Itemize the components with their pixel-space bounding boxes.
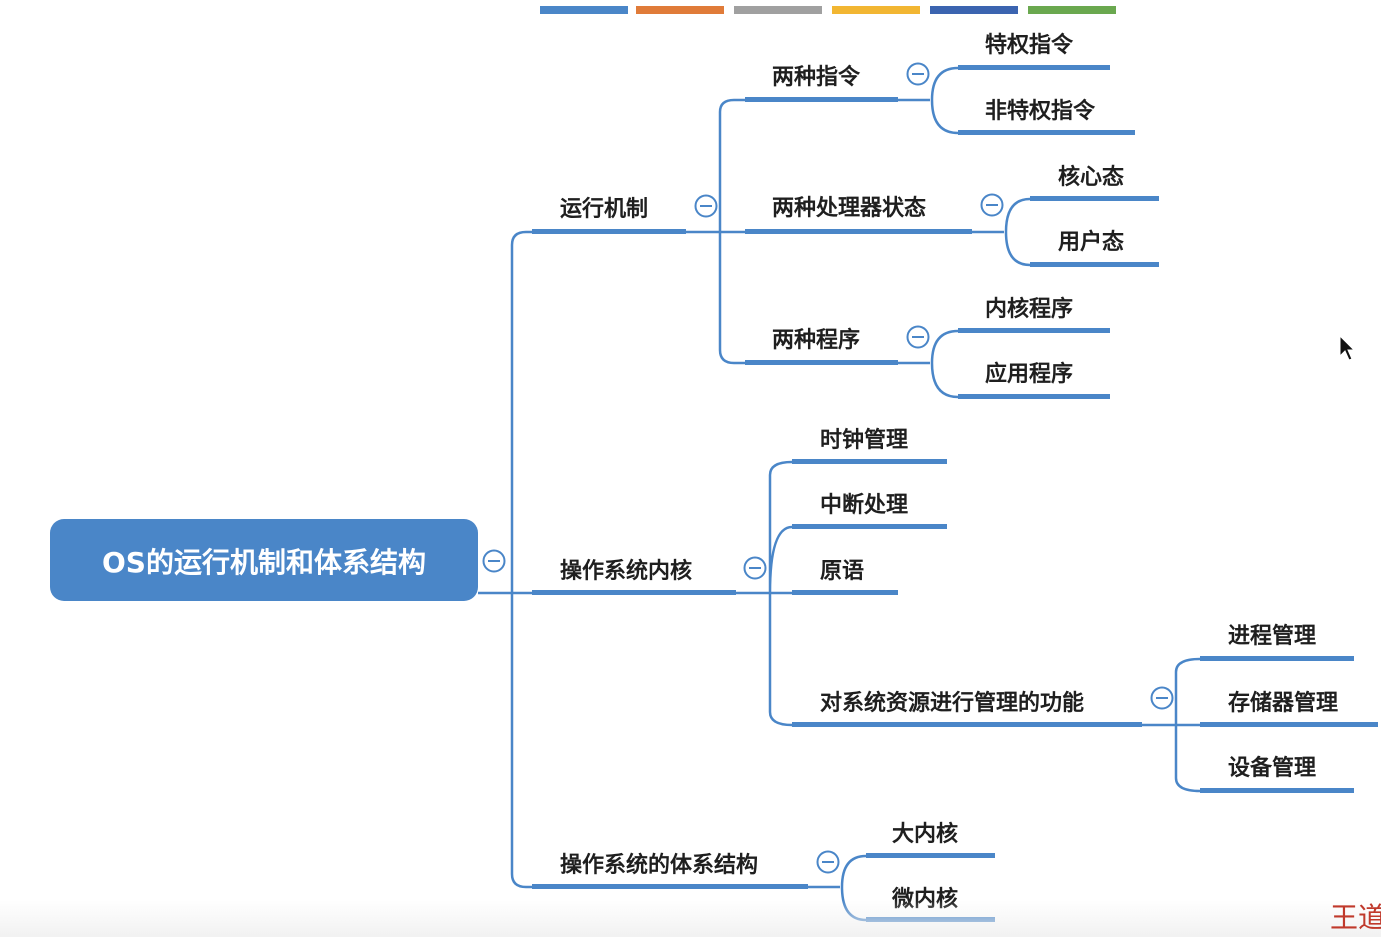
- brand-watermark: 王道: [1330, 901, 1381, 934]
- underline-kernel-program: [958, 328, 1110, 333]
- node-underlines: [532, 65, 1378, 922]
- underline-primitive: [792, 590, 898, 595]
- palette-swatch-6: [1028, 6, 1116, 14]
- underline-storage-mgmt: [1200, 722, 1378, 727]
- node-app-program[interactable]: 应用程序: [985, 361, 1073, 387]
- connector-kernel: [736, 460, 793, 727]
- palette-swatch-4: [832, 6, 920, 14]
- collapse-run-mechanism-button[interactable]: [694, 194, 718, 218]
- collapse-instructions-button[interactable]: [906, 62, 930, 86]
- node-primitive[interactable]: 原语: [820, 559, 864, 584]
- node-cpu-states[interactable]: 两种处理器状态: [772, 195, 926, 221]
- node-device-management[interactable]: 设备管理: [1228, 755, 1316, 781]
- underline-kernel: [532, 590, 736, 595]
- node-interrupt-handling[interactable]: 中断处理: [820, 492, 908, 518]
- collapse-kernel-button[interactable]: [743, 556, 767, 580]
- underline-user-mode: [1030, 262, 1159, 267]
- node-user-mode[interactable]: 用户态: [1058, 229, 1124, 255]
- node-nonprivileged-instruction[interactable]: 非特权指令: [985, 98, 1096, 124]
- collapse-architecture-button[interactable]: [816, 850, 840, 874]
- node-kernel-mode[interactable]: 核心态: [1058, 164, 1124, 190]
- node-kernel-program[interactable]: 内核程序: [985, 296, 1073, 322]
- connector-resource: [1142, 657, 1201, 793]
- collapse-cpu-states-button[interactable]: [980, 193, 1004, 217]
- node-resource-management[interactable]: 对系统资源进行管理的功能: [820, 690, 1084, 716]
- underline-micro: [866, 917, 995, 922]
- collapse-programs-button[interactable]: [906, 325, 930, 349]
- root-node[interactable]: OS的运行机制和体系结构: [50, 519, 478, 601]
- mouse-cursor-icon: [1339, 334, 1356, 361]
- theme-palette-bar: [540, 6, 1116, 14]
- underline-kernel-mode: [1030, 196, 1159, 201]
- underline-monolithic: [866, 853, 995, 858]
- underline-nonprivileged: [958, 130, 1135, 135]
- underline-process-mgmt: [1200, 656, 1354, 661]
- node-privileged-instruction[interactable]: 特权指令: [985, 32, 1074, 58]
- underline-run-mechanism: [532, 229, 686, 234]
- underline-privileged: [958, 65, 1110, 70]
- node-kernel[interactable]: 操作系统内核: [560, 558, 692, 584]
- connector-instructions: [898, 66, 959, 135]
- root-node-box: [50, 519, 478, 601]
- connector-programs: [898, 329, 959, 399]
- collapse-resource-button[interactable]: [1150, 686, 1174, 710]
- root-node-label: OS的运行机制和体系结构: [102, 546, 426, 579]
- underline-clock: [792, 459, 947, 464]
- node-process-management[interactable]: 进程管理: [1228, 623, 1316, 649]
- palette-swatch-2: [636, 6, 724, 14]
- underline-programs: [745, 360, 898, 365]
- connector-run-mechanism: [686, 98, 745, 365]
- underline-device-mgmt: [1200, 788, 1354, 793]
- collapse-root-button[interactable]: [482, 549, 506, 573]
- underline-cpu-states: [745, 229, 972, 234]
- node-micro-kernel[interactable]: 微内核: [891, 886, 958, 912]
- palette-swatch-1: [540, 6, 628, 14]
- node-run-mechanism[interactable]: 运行机制: [560, 196, 648, 222]
- node-instructions[interactable]: 两种指令: [772, 64, 861, 90]
- underline-instructions: [745, 97, 898, 102]
- node-monolithic-kernel[interactable]: 大内核: [892, 821, 958, 847]
- palette-swatch-5: [930, 6, 1018, 14]
- underline-app-program: [958, 394, 1110, 399]
- connector-cpu-states: [972, 197, 1031, 267]
- underline-interrupt: [792, 524, 947, 529]
- underline-architecture: [532, 884, 808, 889]
- connector-root-trunk: [478, 230, 532, 889]
- node-clock-management[interactable]: 时钟管理: [820, 427, 908, 453]
- collapse-buttons: [482, 62, 1174, 874]
- palette-swatch-3: [734, 6, 822, 14]
- node-storage-management[interactable]: 存储器管理: [1228, 690, 1338, 716]
- node-architecture[interactable]: 操作系统的体系结构: [560, 852, 758, 878]
- underline-resource: [792, 722, 1142, 727]
- node-programs[interactable]: 两种程序: [772, 327, 860, 353]
